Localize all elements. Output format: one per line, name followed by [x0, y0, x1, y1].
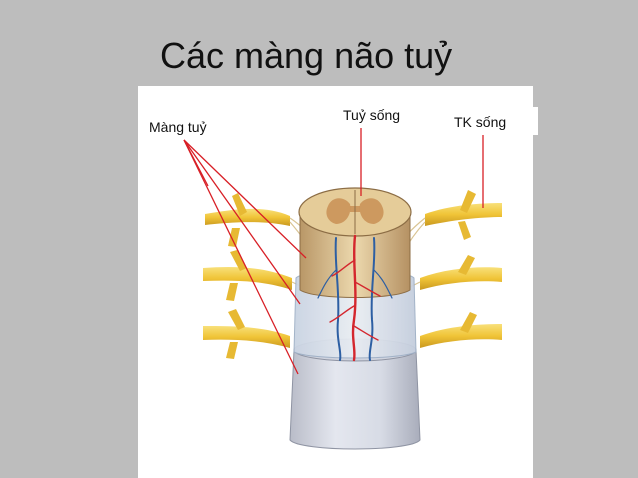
pointer-meninges-to-dura	[183, 139, 299, 375]
pointer-meninges-to-pia	[183, 139, 307, 259]
pointer-meninges-short	[183, 139, 209, 187]
blood-vessels	[317, 234, 393, 362]
label-meninges: Màng tuỷ	[149, 119, 207, 135]
nerve-level-1	[205, 190, 502, 247]
nerve-level-3	[203, 309, 502, 359]
pointer-lines	[183, 128, 484, 375]
label-spinal-nerve: TK sống	[454, 114, 507, 130]
slide-title: Các màng não tuỷ	[160, 35, 453, 76]
spinal-nerves	[203, 190, 502, 359]
label-spinal-cord: Tuỷ sống	[343, 107, 401, 123]
label-strip	[446, 107, 538, 135]
nerve-level-2	[203, 250, 502, 301]
pointer-meninges-to-arachnoid	[183, 139, 301, 305]
